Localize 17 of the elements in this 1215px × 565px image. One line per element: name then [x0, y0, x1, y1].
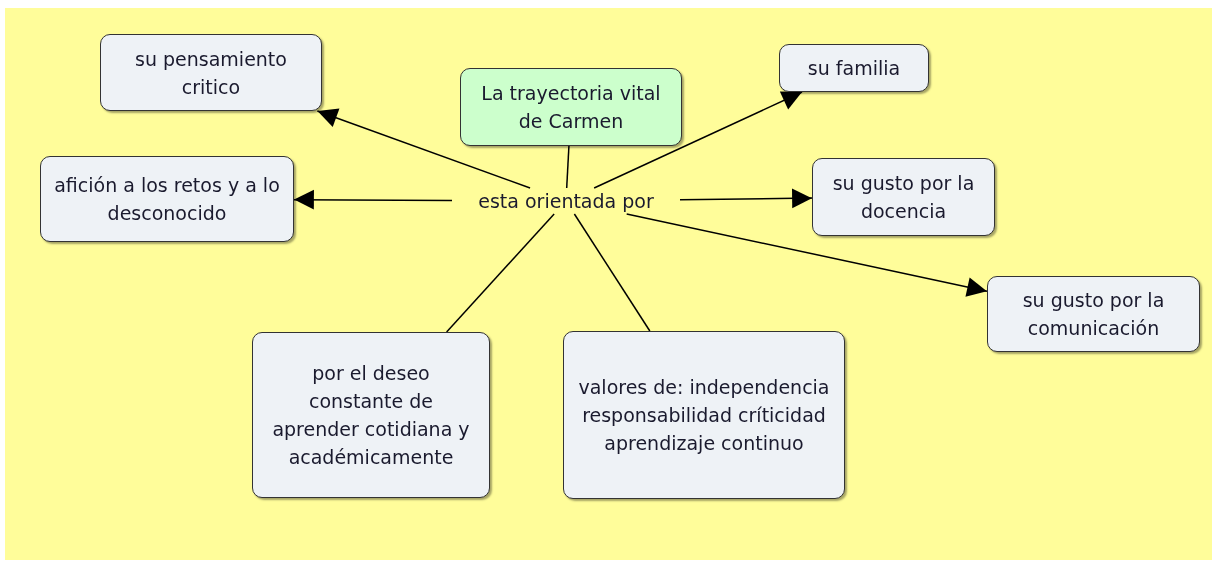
linking-phrase: esta orientada por [478, 189, 654, 214]
concept-box: por el deseo constante de aprender cotidiana y académicamente [252, 332, 490, 498]
concept-box: su familia [779, 44, 929, 92]
connector-line [565, 145, 570, 189]
arrow [593, 91, 803, 189]
connector-line [573, 213, 651, 332]
connector-line [445, 213, 555, 333]
arrow [625, 213, 988, 297]
arrow [293, 189, 453, 210]
concept-box: afición a los retos y a lo desconocido [40, 156, 294, 242]
arrow [679, 188, 813, 209]
concept-box: su pensamiento critico [100, 34, 322, 111]
arrow [316, 108, 531, 189]
topic-box: La trayectoria vital de Carmen [460, 68, 682, 146]
concept-box: valores de: independencia responsabilidad críticidad aprendizaje continuo [563, 331, 845, 499]
concept-box: su gusto por la comunicación [987, 276, 1200, 352]
concept-box: su gusto por la docencia [812, 158, 995, 236]
